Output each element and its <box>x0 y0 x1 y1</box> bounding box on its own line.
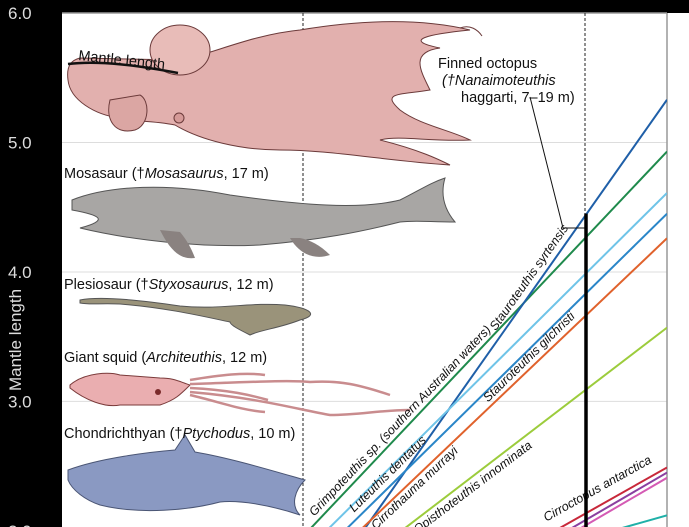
y-tick-label: 3.0 <box>8 392 32 411</box>
plesiosaur-illustration <box>79 297 312 336</box>
animal-labels: Mosasaur (†Mosasaurus, 17 m) Plesiosaur (… <box>64 166 295 442</box>
giant-squid-illustration <box>69 372 411 417</box>
mosasaur-illustration <box>71 177 457 259</box>
animal-label: Giant squid (Architeuthis, 12 m) <box>64 350 267 366</box>
series-line <box>364 99 667 527</box>
y-axis-ticks: 6.0 5.0 4.0 3.0 2.0 <box>8 4 32 527</box>
animal-label: Mosasaur (†Mosasaurus, 17 m) <box>64 166 269 182</box>
animal-label: Chondrichthyan (†Ptychodus, 10 m) <box>64 426 295 442</box>
y-tick-label: 5.0 <box>8 133 32 152</box>
y-tick-label: 2.0 <box>8 522 32 527</box>
series-line <box>404 326 667 527</box>
y-axis-label: Mantle length <box>6 289 25 391</box>
series-line <box>559 466 667 527</box>
finned-octopus-illustration <box>67 21 483 166</box>
series-lines <box>310 99 667 527</box>
animal-label: Plesiosaur (†Styxosaurus, 12 m) <box>64 277 274 293</box>
series-line <box>310 150 667 527</box>
y-tick-label: 4.0 <box>8 263 32 282</box>
shark-illustration <box>67 434 306 516</box>
series-line <box>328 192 667 527</box>
y-tick-label: 6.0 <box>8 4 32 23</box>
series-line <box>362 237 667 527</box>
finned-octopus-label: Finned octopus (†Nanaimoteuthis haggarti… <box>438 56 575 106</box>
series-line <box>580 476 667 527</box>
series-line <box>346 212 667 527</box>
finned-octopus-range-marker <box>529 96 588 527</box>
